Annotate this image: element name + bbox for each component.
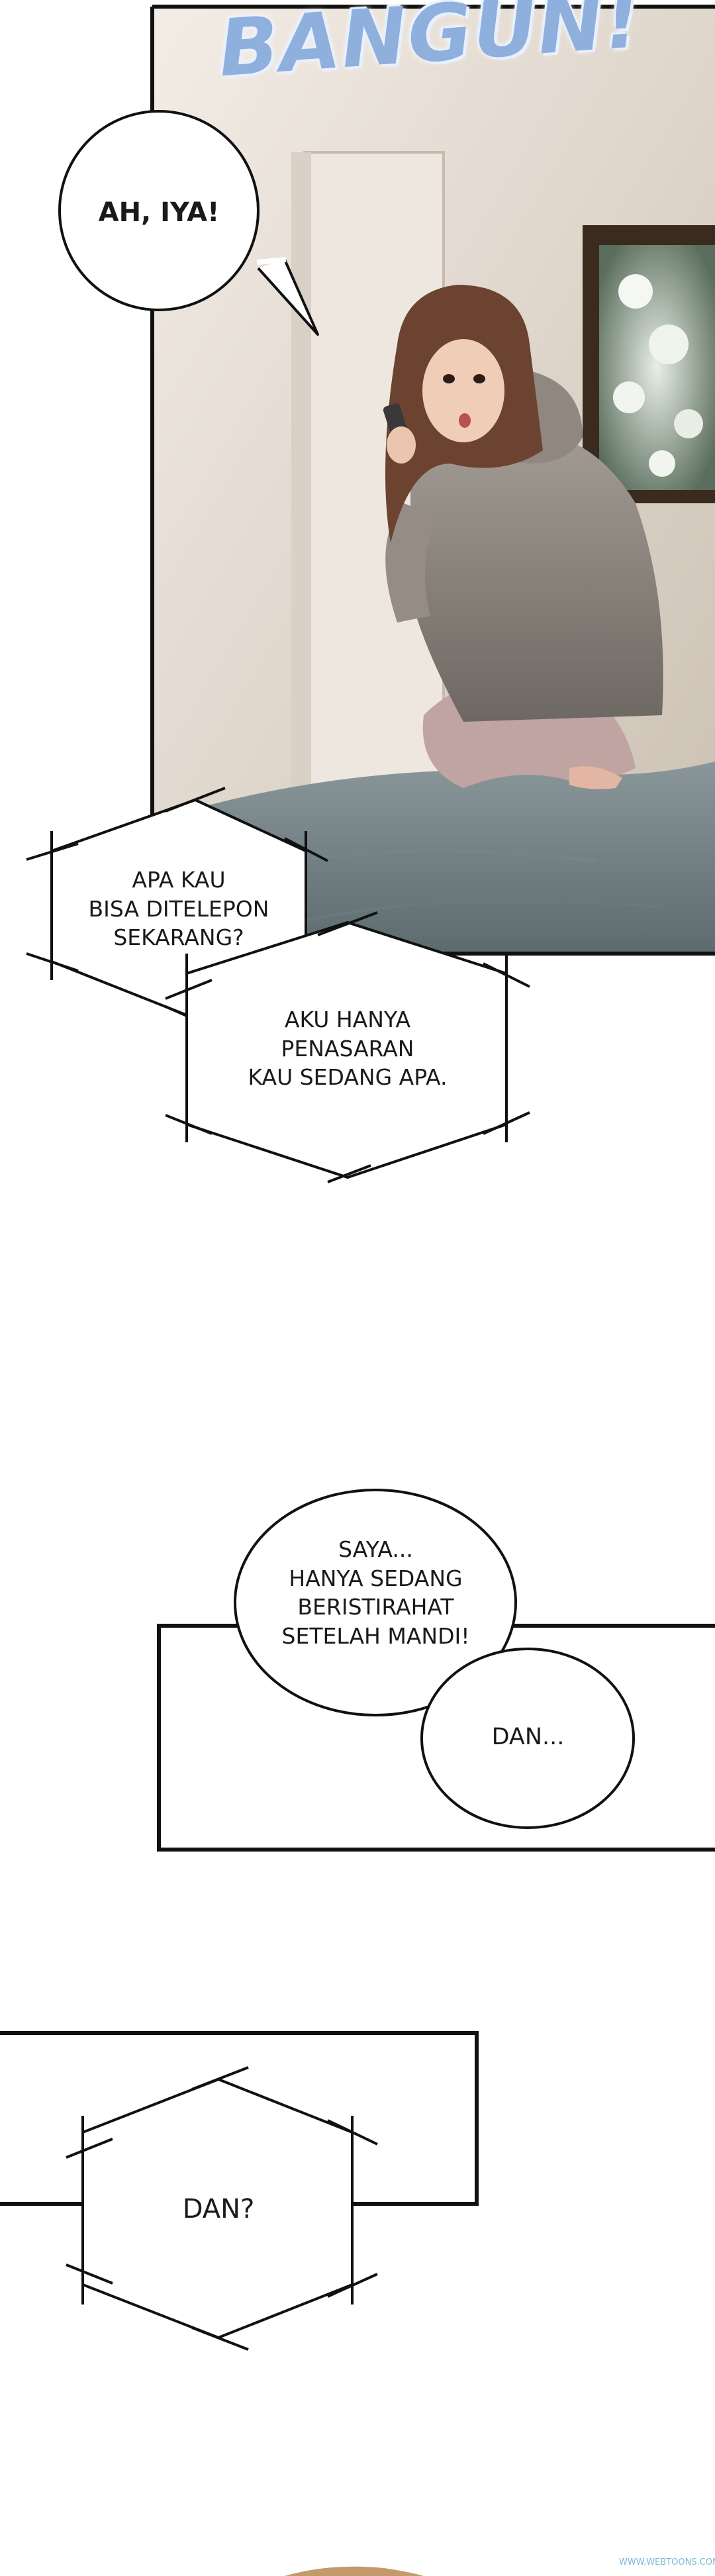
phone-bubble-frames <box>26 787 530 1183</box>
phone-text-bisa-ditelepon: APA KAU BISA DITELEPON SEKARANG? <box>88 867 269 951</box>
speech-text-dan: DAN... <box>491 1724 565 1750</box>
phone-text-penasaran: AKU HANYA PENASARAN KAU SEDANG APA. <box>248 1007 448 1091</box>
speech-text-saya: SAYA... HANYA SEDANG BERISTIRAHAT SETELA… <box>281 1536 470 1649</box>
phone-text-dan-question: DAN? <box>182 2194 255 2224</box>
speech-text-ah-iya: AH, IYA! <box>98 197 220 228</box>
webtoons-credit: WWW.WEBTOONS.COM <box>619 2557 715 2567</box>
speech-bubble-ah-iya <box>58 110 319 336</box>
panel-1-illustration <box>152 7 715 954</box>
panel-2-frame <box>157 1489 715 1852</box>
panel-3-frame <box>0 2031 479 2351</box>
